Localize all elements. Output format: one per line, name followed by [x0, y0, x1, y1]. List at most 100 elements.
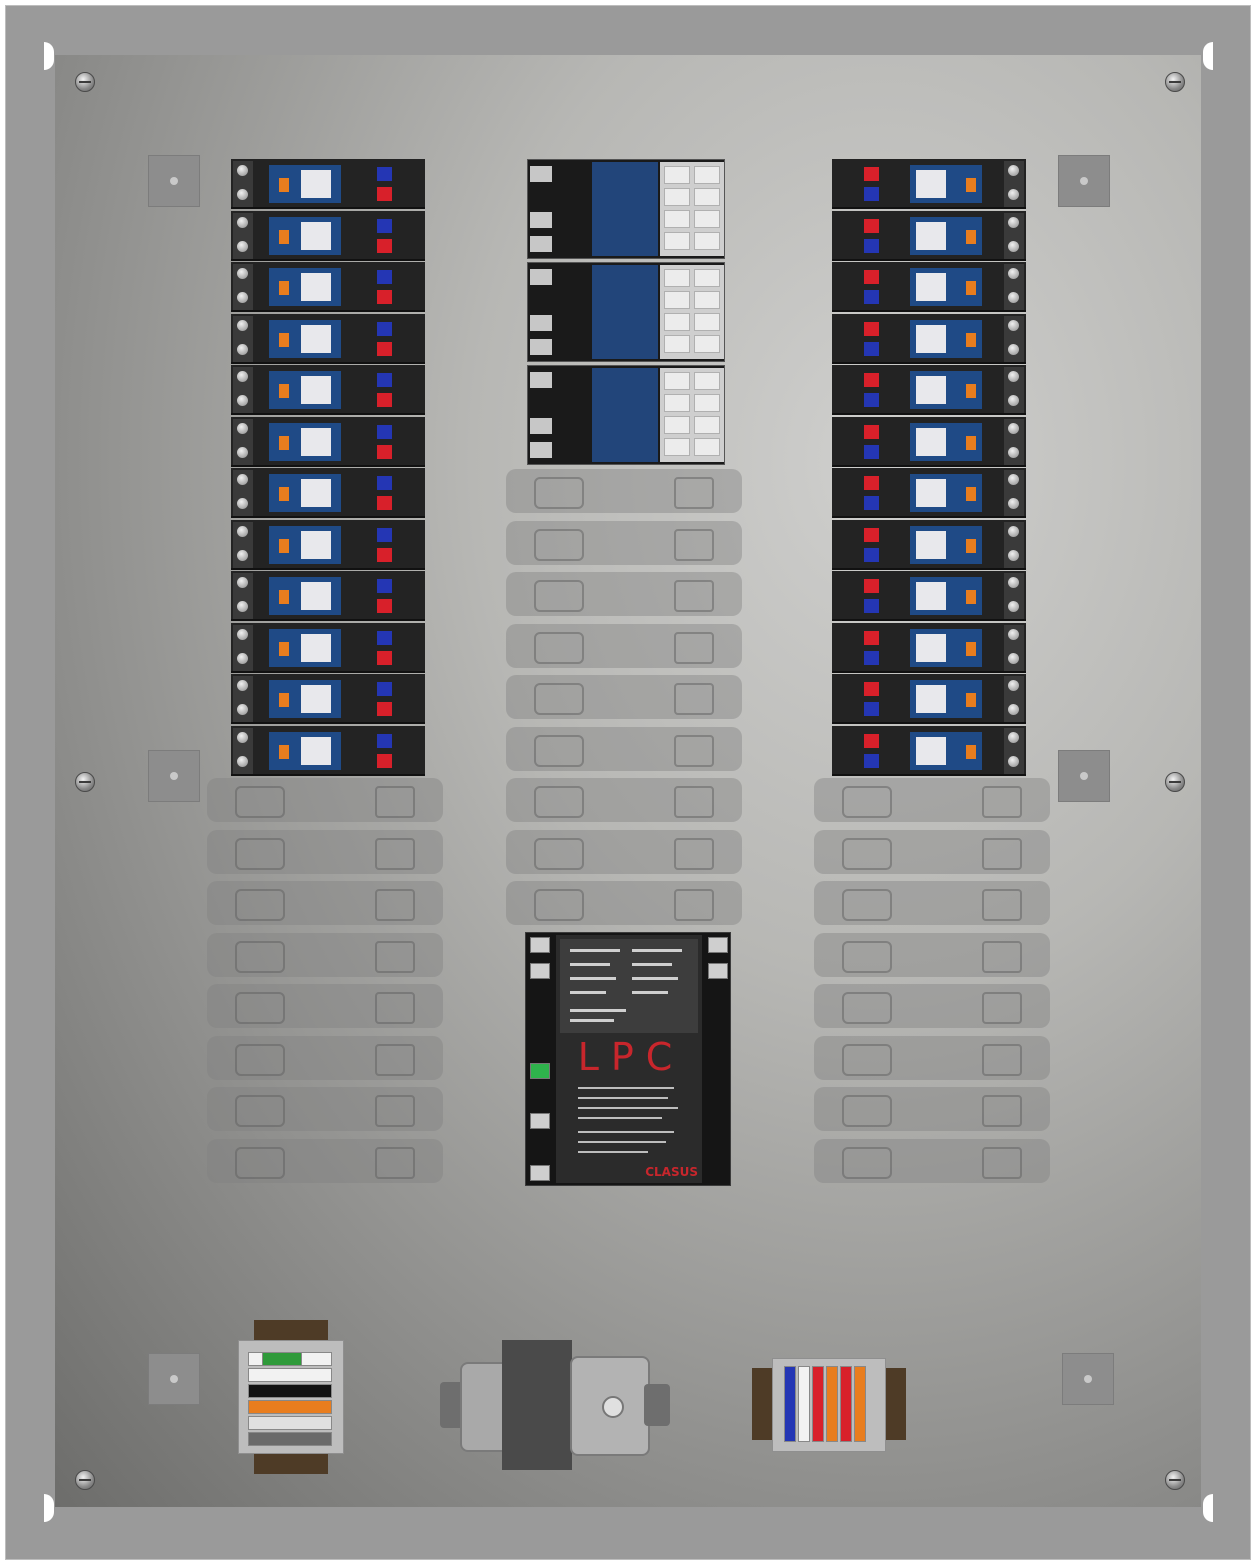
circuit-breaker[interactable]: [231, 622, 425, 673]
terminal-screw-icon: [237, 731, 248, 743]
breaker-handle: [966, 332, 976, 347]
circuit-breaker[interactable]: [832, 674, 1026, 724]
relay-module[interactable]: [527, 365, 725, 465]
terminal-screw-icon: [1008, 474, 1019, 485]
circuit-breaker[interactable]: [832, 725, 1026, 776]
empty-slot: [814, 829, 1050, 874]
breaker-handle: [279, 693, 289, 707]
notch-icon: [1203, 42, 1213, 70]
contact-icon: [694, 372, 720, 390]
breaker-handle: [279, 332, 289, 347]
indicator-square: [864, 599, 879, 613]
indicator-square: [864, 270, 879, 284]
indicator-square: [377, 733, 392, 748]
terminal-screw-icon: [237, 319, 248, 331]
breaker-label: [910, 165, 982, 203]
circuit-breaker[interactable]: [231, 210, 425, 261]
terminal-screw-icon: [1008, 343, 1019, 355]
circuit-breaker[interactable]: [832, 416, 1026, 467]
breaker-terminal: [233, 212, 253, 259]
empty-slot: [207, 984, 443, 1028]
breaker-rating-label: [301, 273, 331, 301]
terminal-screw-icon: [237, 165, 248, 176]
circuit-breaker[interactable]: [231, 571, 425, 621]
relay-module[interactable]: [527, 159, 725, 259]
terminal-screw-icon: [237, 371, 248, 382]
breaker-handle: [966, 744, 976, 759]
circuit-breaker[interactable]: [832, 468, 1026, 518]
empty-slot: [814, 1138, 1050, 1183]
circuit-breaker[interactable]: [231, 725, 425, 776]
breaker-label: [269, 371, 341, 409]
terminal-screw-icon: [1008, 240, 1019, 252]
circuit-breaker[interactable]: [231, 313, 425, 364]
breaker-rating-label: [301, 582, 331, 610]
circuit-breaker[interactable]: [832, 313, 1026, 364]
screw-icon: [75, 72, 95, 92]
breaker-rating-label: [916, 530, 946, 559]
breaker-handle: [279, 435, 289, 450]
contact-icon: [664, 416, 690, 434]
circuit-breaker[interactable]: [832, 262, 1026, 312]
breaker-rating-label: [916, 685, 946, 713]
indicator-square: [864, 650, 879, 665]
circuit-breaker[interactable]: [231, 365, 425, 415]
indicator-square: [377, 373, 392, 387]
breaker-rating-label: [916, 273, 946, 301]
circuit-breaker[interactable]: [231, 468, 425, 518]
mount-bracket-icon: [148, 155, 200, 207]
circuit-breaker[interactable]: [231, 674, 425, 724]
empty-slot: [814, 778, 1050, 822]
breaker-label: [910, 628, 982, 667]
module-terminal: [530, 339, 552, 355]
module-terminal: [530, 166, 552, 182]
mount-bracket-icon: [148, 750, 200, 802]
empty-slot: [207, 1035, 443, 1080]
indicator-square: [377, 527, 392, 542]
indicator-square: [864, 547, 879, 562]
indicator-square: [377, 702, 392, 716]
indicator-square: [377, 547, 392, 562]
terminal-screw-icon: [1008, 422, 1019, 434]
breaker-terminal: [1004, 676, 1024, 722]
controller-spec-label: [560, 939, 698, 1033]
breaker-label: [269, 680, 341, 718]
circuit-breaker[interactable]: [832, 622, 1026, 673]
circuit-breaker[interactable]: [231, 262, 425, 312]
breaker-rating-label: [301, 376, 331, 404]
breaker-label: [910, 680, 982, 718]
breaker-handle: [966, 693, 976, 707]
module-terminal: [530, 236, 552, 252]
empty-slot: [506, 726, 742, 771]
indicator-square: [377, 753, 392, 768]
breaker-terminal: [1004, 418, 1024, 465]
terminal-screw-icon: [237, 446, 248, 458]
breaker-handle: [966, 590, 976, 604]
contact-icon: [664, 313, 690, 331]
circuit-breaker[interactable]: [832, 519, 1026, 570]
breaker-label: [269, 165, 341, 203]
circuit-breaker[interactable]: [832, 159, 1026, 209]
relay-module[interactable]: [527, 262, 725, 362]
breaker-handle: [279, 178, 289, 192]
circuit-breaker[interactable]: [231, 159, 425, 209]
indicator-square: [377, 579, 392, 593]
breaker-terminal: [1004, 624, 1024, 671]
breaker-terminal: [1004, 521, 1024, 568]
conduit-connector-icon: [440, 1340, 670, 1470]
breaker-rating-label: [301, 633, 331, 662]
circuit-breaker[interactable]: [832, 365, 1026, 415]
module-contacts: [660, 162, 724, 256]
indicator-square: [864, 424, 879, 439]
breaker-terminal: [233, 418, 253, 465]
breaker-label: [269, 319, 341, 358]
breaker-rating-label: [301, 685, 331, 713]
circuit-breaker[interactable]: [231, 416, 425, 467]
circuit-breaker[interactable]: [832, 210, 1026, 261]
lighting-controller[interactable]: LPC CLASUS: [525, 932, 731, 1186]
circuit-breaker[interactable]: [832, 571, 1026, 621]
empty-slot: [207, 778, 443, 822]
terminal-screw-icon: [1008, 216, 1019, 228]
contact-icon: [664, 438, 690, 456]
circuit-breaker[interactable]: [231, 519, 425, 570]
